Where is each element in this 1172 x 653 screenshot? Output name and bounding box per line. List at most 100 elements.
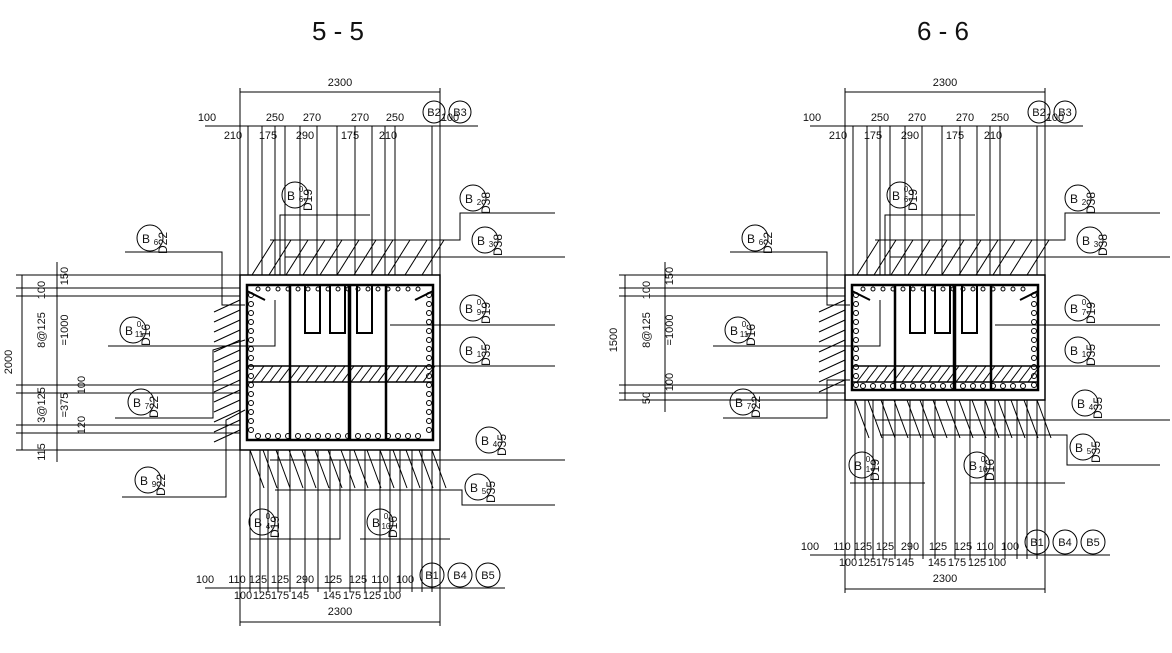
- top-total-dimension: 2300: [933, 77, 957, 89]
- hatch-line: [928, 365, 942, 383]
- hatched-band: [851, 365, 1039, 383]
- bar-diameter: D19: [268, 516, 282, 538]
- hatch-line: [874, 365, 888, 383]
- rebar-dot: [385, 433, 391, 439]
- hatch-line: [341, 365, 355, 383]
- hatch-line: [854, 399, 870, 439]
- rebar-dot: [426, 418, 432, 424]
- bottom-dimension-lower: 145: [323, 590, 341, 602]
- hatch-line: [213, 389, 241, 403]
- hatch-line: [405, 449, 421, 489]
- rebar-dot: [853, 373, 859, 379]
- rebar-dot: [853, 364, 859, 370]
- rebar-dot: [248, 400, 254, 406]
- hatch-line: [919, 399, 935, 439]
- rebar-dot: [940, 383, 946, 389]
- rebar-dot: [426, 301, 432, 307]
- rebar-dot: [1020, 286, 1026, 292]
- rebar-dot: [315, 286, 321, 292]
- bar-mark-number: 4: [493, 440, 498, 449]
- rebar-dot: [1031, 373, 1037, 379]
- bar-diameter: D22: [147, 396, 161, 418]
- rebar-dot: [275, 433, 281, 439]
- top-dimension-lower: 175: [864, 130, 882, 142]
- hatched-band: [246, 365, 434, 383]
- bar-mark-prime: 0: [299, 185, 304, 194]
- bar-mark-number: 2: [477, 198, 482, 207]
- bar-mark-circle: [1064, 336, 1092, 364]
- bar-mark: B3: [1058, 107, 1071, 119]
- hatch-line: [379, 449, 395, 489]
- rebar-dot: [426, 409, 432, 415]
- hatch-line: [984, 399, 1000, 439]
- rebar-dot: [1031, 319, 1037, 325]
- rebar-dot: [853, 355, 859, 361]
- bottom-dimension-upper: 110: [371, 574, 389, 586]
- top-dimension-upper: 250: [386, 112, 404, 124]
- left-dimension: =1000: [664, 315, 676, 346]
- hatch-line: [301, 449, 317, 489]
- rebar-dot: [355, 433, 361, 439]
- bar-mark-letter: B: [465, 192, 473, 206]
- bar-mark-number: 5: [1087, 447, 1092, 456]
- bottom-dimension-lower: 125: [363, 590, 381, 602]
- hatch-line: [893, 399, 909, 439]
- bar-mark-circle: [422, 100, 446, 124]
- bottom-dimension-upper: 290: [296, 574, 314, 586]
- bar-mark-number: 6: [154, 238, 159, 247]
- hatch-line: [287, 365, 301, 383]
- top-dimension-upper: 100: [1046, 112, 1064, 124]
- rebar-dot: [1031, 292, 1037, 298]
- left-dimension: 150: [59, 267, 71, 285]
- hatch-line: [945, 399, 961, 439]
- bar-mark-circle: [366, 508, 394, 536]
- section-outline: [239, 274, 441, 451]
- rebar-dot: [950, 383, 956, 389]
- bar-mark-letter: B: [140, 474, 148, 488]
- hatch-line: [350, 365, 364, 383]
- bar-mark-circle: [459, 336, 487, 364]
- bar-mark-circle: [136, 224, 164, 252]
- hatch-line: [340, 449, 356, 489]
- hatch-line: [332, 365, 346, 383]
- left-dimension: 120: [76, 416, 88, 434]
- bottom-dimension-upper: 125: [271, 574, 289, 586]
- bar-diameter: D16: [386, 516, 400, 538]
- rebar-dot: [248, 301, 254, 307]
- hatch-line: [1036, 399, 1052, 439]
- bottom-dimension-lower: 175: [876, 557, 894, 569]
- bar-mark-circle: [475, 426, 503, 454]
- rebar-dot: [345, 433, 351, 439]
- bottom-dimension-upper: 100: [396, 574, 414, 586]
- bar-diameter: D38: [479, 192, 493, 214]
- bar-mark-prime: 0: [904, 185, 909, 194]
- rebar-dot: [405, 286, 411, 292]
- callout-leader: [275, 489, 555, 506]
- left-dimension: 100: [664, 373, 676, 391]
- bar-mark-circle: [119, 316, 147, 344]
- bar-mark-number: 10: [979, 465, 988, 474]
- bar-diameter: D22: [154, 474, 168, 496]
- top-dimension-lower: 175: [259, 130, 277, 142]
- bar-mark-number: 3: [489, 240, 494, 249]
- bar-diameter: D16: [983, 459, 997, 481]
- bottom-dimension-upper: 125: [349, 574, 367, 586]
- bar-mark-circle: [963, 451, 991, 479]
- rebar-dot: [1010, 286, 1016, 292]
- top-dimension-upper: 250: [266, 112, 284, 124]
- height-dimension: 1500: [608, 328, 620, 352]
- bar-mark-circle: [447, 562, 473, 588]
- bar-mark-letter: B: [854, 459, 862, 473]
- bottom-dimension-upper: 125: [954, 541, 972, 553]
- hatch-line: [213, 379, 241, 393]
- bar-mark-circle: [724, 316, 752, 344]
- bar-diameter: D16: [139, 324, 153, 346]
- rebar-dot: [930, 383, 936, 389]
- section-title: 5 - 5: [312, 16, 364, 46]
- top-dimension-upper: 270: [303, 112, 321, 124]
- rebar-dot: [980, 383, 986, 389]
- rebar-dot: [880, 383, 886, 389]
- bar-mark-number: 7: [145, 402, 150, 411]
- hatch-line: [865, 365, 879, 383]
- bar-mark-letter: B: [287, 189, 295, 203]
